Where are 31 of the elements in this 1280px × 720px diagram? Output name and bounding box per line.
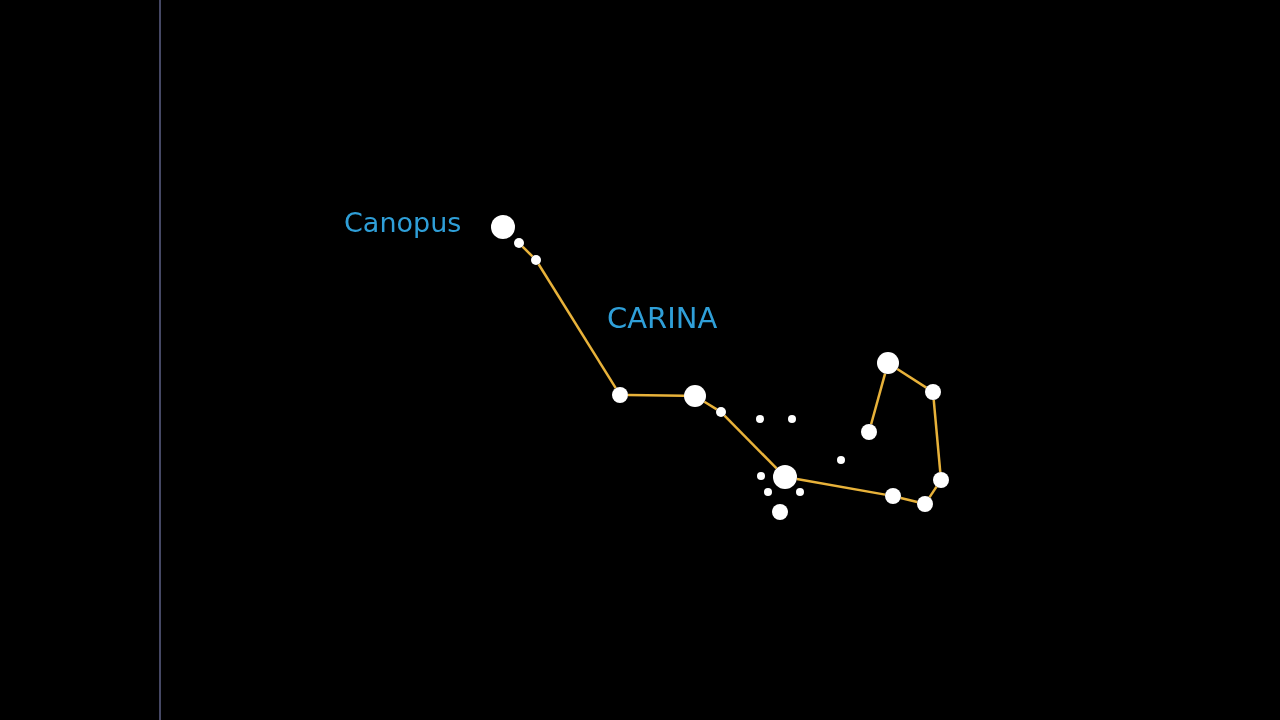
constellation-line bbox=[628, 393, 684, 398]
star-dot bbox=[531, 255, 541, 265]
constellation-line bbox=[896, 367, 927, 389]
constellation-line bbox=[537, 263, 617, 389]
constellation-line bbox=[723, 414, 778, 470]
constellation-line bbox=[932, 399, 942, 473]
star-dot bbox=[514, 238, 524, 248]
star-dot bbox=[933, 472, 949, 488]
constellation-line bbox=[796, 477, 886, 496]
star-dot bbox=[796, 488, 804, 496]
star-dot bbox=[861, 424, 877, 440]
star-dot bbox=[772, 504, 788, 520]
star-dot bbox=[885, 488, 901, 504]
star-name: Canopus bbox=[344, 209, 462, 236]
constellation-line bbox=[900, 496, 918, 504]
star-dot bbox=[917, 496, 933, 512]
star-dot bbox=[756, 415, 764, 423]
star-dot bbox=[716, 407, 726, 417]
star-dot bbox=[757, 472, 765, 480]
star-dot bbox=[612, 387, 628, 403]
star-dot bbox=[764, 488, 772, 496]
star-dot bbox=[491, 215, 515, 239]
star-dot bbox=[877, 352, 899, 374]
star-dot bbox=[684, 385, 706, 407]
constellation-line bbox=[928, 485, 938, 499]
star-dot bbox=[773, 465, 797, 489]
constellation-line bbox=[869, 373, 887, 425]
constellation-name: CARINA bbox=[607, 304, 718, 333]
star-dot bbox=[925, 384, 941, 400]
star-dot bbox=[788, 415, 796, 423]
star-dot bbox=[837, 456, 845, 464]
